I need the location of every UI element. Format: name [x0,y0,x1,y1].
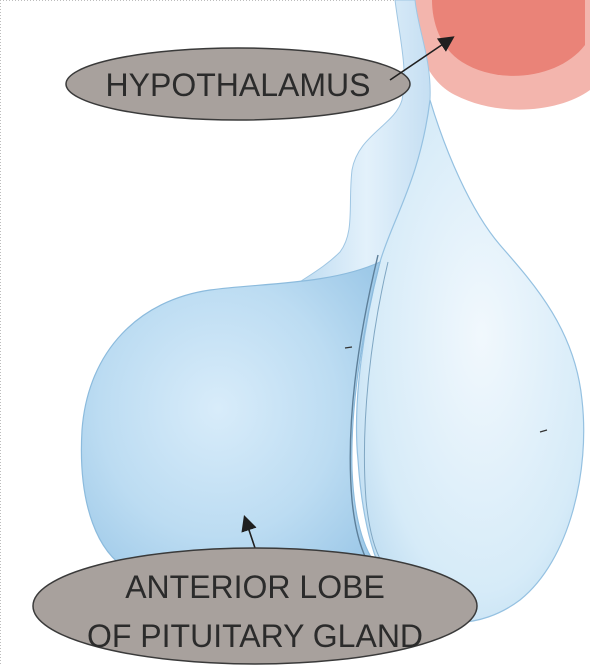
hypothalamus-shape [412,0,590,110]
hypothalamus-label-text: HYPOTHALAMUS [106,67,371,103]
anterior-lobe-label: ANTERIOR LOBE OF PITUITARY GLAND [33,548,477,664]
hypothalamus-label: HYPOTHALAMUS [66,48,410,120]
anterior-lobe-label-line2: OF PITUITARY GLAND [87,618,423,654]
anterior-lobe-label-line1: ANTERIOR LOBE [125,569,385,605]
anterior-lobe-shape [81,262,385,588]
